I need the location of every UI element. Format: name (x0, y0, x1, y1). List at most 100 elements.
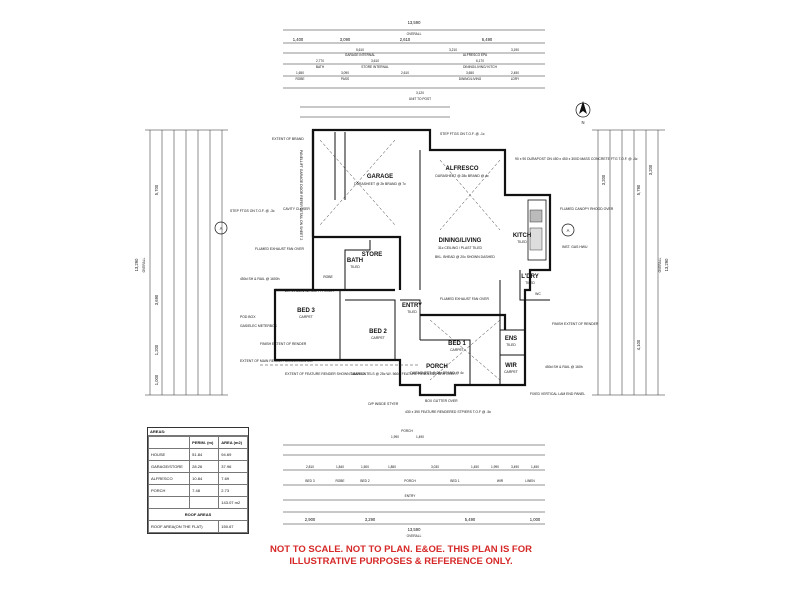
bottom-dim-1: 2,900 (305, 517, 316, 522)
north-arrow-icon: N (575, 101, 591, 125)
area-name: HOUSE (147, 448, 191, 461)
areas-header-perim: PERIM. (m) (189, 436, 220, 449)
top-robe-label: ROBE (295, 77, 304, 81)
room-bed1: BED 1 (448, 341, 466, 347)
room-bath: BATH (347, 258, 363, 264)
area-name: PORCH (147, 484, 191, 497)
areas-header-blank (147, 436, 191, 449)
bottom-dim-4: 1,000 (530, 517, 541, 522)
bottom-overall-value: 13,590 (408, 527, 421, 532)
area-value: 2.73 (218, 484, 248, 497)
bottom-val-1: 2,810 (306, 465, 314, 469)
top-dimensions: 13,590 OVERALL 1,400 3,090 2,610 6,490 G… (283, 20, 545, 118)
top-dim-alf-val2: 3,190 (511, 48, 519, 52)
room-kitch-sub: TILED (517, 240, 527, 244)
disclaimer-text: NOT TO SCALE. NOT TO PLAN. E&OE. THIS PL… (270, 544, 532, 567)
area-perim: 7.48 (189, 484, 220, 497)
bottom-overall-label: OVERALL (407, 534, 422, 538)
note-flumed-exhaust-2: FLUMED EXHAUST FAN OVER (440, 297, 489, 301)
room-labels: GARAGE DURASHEET @ 2b BRAND @ 7c ALFRESC… (297, 166, 541, 375)
note-flumed-exhaust: FLUMED EXHAUST FAN OVER (255, 247, 304, 251)
areas-header-area: AREA (m2) (218, 436, 248, 449)
roof-area-label: ROOF AREA(ON THE FLAT) (147, 520, 220, 533)
top-alfresco-epa: ALFRESCO EPA (463, 53, 488, 57)
bottom-val-9: 1,450 (531, 465, 539, 469)
bottom-val-4: 1,850 (388, 465, 396, 469)
table-row: PORCH 7.48 2.73 (147, 484, 248, 497)
room-bed3: BED 3 (297, 308, 315, 314)
area-value: 7.69 (218, 472, 248, 485)
room-bed3-sub: CARPET (299, 315, 313, 319)
top-dim-2: 3,090 (340, 37, 351, 42)
top-row4-val-2: 3,090 (341, 71, 349, 75)
note-inst-gas: INST. GAS HWU (562, 245, 588, 249)
note-extent-main-render: EXTENT OF MAIN RENDER SHOWN DASHED (240, 359, 313, 363)
bottom-label-robe: ROBE (335, 479, 344, 483)
area-name: GARAGE/STORE (147, 460, 191, 473)
note-cavity-closer: CAVITY CLOSER (283, 207, 310, 211)
bottom-label-wir: WIR (497, 479, 504, 483)
left-dim-3: 1,200 (154, 344, 159, 355)
note-step-ftgs: STEP FTGS ON T.O.F. @ -3c (230, 209, 275, 213)
left-dimensions: 13,290 OVERALL 5,700 3,690 1,200 1,000 (134, 129, 228, 396)
bottom-label-bed3: BED 3 (305, 479, 314, 483)
room-wir-sub: CARPET (504, 370, 518, 374)
note-pod-box: POD BOX (240, 315, 256, 319)
top-ldry-label: LDRY (511, 77, 520, 81)
note-extent-brand: EXTENT OF BRAND (272, 137, 304, 141)
table-row: ALFRESCO 10.84 7.69 (147, 472, 248, 485)
note-box-gutter: BOX GUTTER OVER (425, 399, 458, 403)
table-row: GARAGE/STORE 28.26 37.96 (147, 460, 248, 473)
note-op-inside: O/P INSIDE STYER (368, 402, 399, 406)
unit-to-post-label: UNIT TO POST (409, 97, 431, 101)
annotations: EXTENT OF BRAND STEP FTGS ON T.O.F. @ -3… (230, 132, 638, 414)
right-overall-label: OVERALL (658, 257, 662, 272)
top-garage-internal: GARAGE INTERNAL (345, 53, 376, 57)
bottom-val-3: 1,500 (361, 465, 369, 469)
unit-to-post-value: 3,120 (416, 91, 424, 95)
top-dim-4: 6,490 (482, 37, 493, 42)
svg-text:A: A (220, 226, 223, 231)
note-fixed-vertical: FIXED VERTICAL LAM END PANEL (530, 392, 585, 396)
area-value: 37.96 (218, 460, 248, 473)
room-porch: PORCH (426, 364, 448, 370)
left-dim-4: 1,000 (154, 374, 159, 385)
areas-title: AREAS: (148, 428, 248, 436)
roof-row: ROOF AREA(ON THE FLAT) 150.67 (147, 520, 248, 533)
right-overall-value: 13,290 (664, 258, 669, 271)
left-dim-2: 3,690 (154, 294, 159, 305)
left-overall-label: OVERALL (142, 257, 146, 272)
top-store-internal: STORE INTERNAL (361, 65, 389, 69)
top-dim-1: 1,400 (293, 37, 304, 42)
top-dining-val: 6,170 (476, 59, 484, 63)
table-row: HOUSE 51.84 94.69 (147, 448, 248, 461)
bottom-label-bed1: BED 1 (450, 479, 459, 483)
bottom-val-6: 1,450 (471, 465, 479, 469)
right-dim-4: 3,200 (648, 164, 653, 175)
room-dining-sub: 31c CEILING / PLAST TILED (438, 246, 483, 250)
room-garage: GARAGE (367, 174, 393, 180)
room-bed1-sub: CARPET (450, 348, 464, 352)
top-dining-living-label: DINING/LIVING (459, 77, 482, 81)
room-bed2-sub: CARPET (371, 336, 385, 340)
top-bath-label: BATH (316, 65, 325, 69)
roof-area-value: 150.67 (218, 520, 248, 533)
right-dimensions: 13,290 OVERALL 5,790 4,100 3,200 3,200 (592, 129, 669, 396)
bottom-val-8: 3,490 (511, 465, 519, 469)
note-garage-door: PANELLIFT GARAGE DOOR REFER DETAIL ON SH… (299, 150, 303, 240)
left-overall-value: 13,290 (134, 258, 139, 271)
bottom-val-2: 1,840 (336, 465, 344, 469)
room-entry-sub: TILED (407, 310, 417, 314)
bottom-label-bed2: BED 2 (360, 479, 369, 483)
note-feature-lintels: T-BAR LINTELS @ 25c W/- 560w FEATURE REN… (350, 372, 456, 376)
room-dining-living: DINING/LIVING (439, 238, 482, 244)
bottom-label-linen: LINEN (525, 479, 535, 483)
top-dining-kitch: DINING/LIVING/ KITCH (463, 65, 498, 69)
right-dim-1: 5,790 (636, 184, 641, 195)
porch-dim-label: PORCH (401, 429, 413, 433)
room-wir: WIR (505, 363, 517, 369)
room-alfresco: ALFRESCO (446, 166, 479, 172)
top-pass-label: PASS (341, 77, 349, 81)
note-durapost: 90 x 90 DURAPOST ON 450 x 450 x 300D MAS… (515, 157, 638, 161)
